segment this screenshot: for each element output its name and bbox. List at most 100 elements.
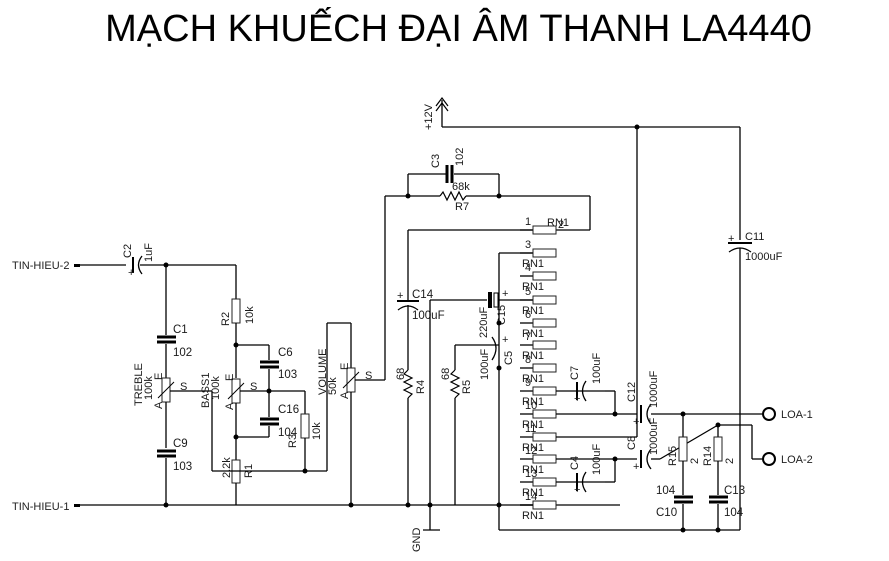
resistor-R4: 68 R4 bbox=[395, 368, 427, 399]
svg-text:68k: 68k bbox=[452, 181, 470, 193]
capacitor-C7: + C7 100uF bbox=[569, 353, 603, 405]
ic-pin-box bbox=[532, 340, 557, 350]
ic-pin-number: 5 bbox=[525, 286, 531, 298]
ic-name-label: RN1 bbox=[522, 442, 544, 454]
ic-pin-number: 9 bbox=[525, 377, 531, 389]
svg-text:TIN-HIEU-2: TIN-HIEU-2 bbox=[12, 260, 69, 272]
svg-text:+: + bbox=[502, 288, 508, 300]
capacitor-C4: + C4 100uF bbox=[569, 444, 603, 496]
svg-text:1000uF: 1000uF bbox=[648, 417, 660, 455]
svg-text:GND: GND bbox=[411, 528, 423, 553]
svg-text:1uF: 1uF bbox=[143, 243, 155, 262]
capacitor-C8: + C8 1000uF bbox=[626, 417, 660, 473]
svg-text:+: + bbox=[502, 334, 508, 346]
ic-pin-number: 4 bbox=[525, 262, 531, 274]
resistor-R7: 68k R7 bbox=[439, 181, 470, 213]
svg-text:S: S bbox=[250, 381, 257, 393]
capacitor-C13: C13 104 bbox=[709, 485, 745, 519]
svg-text:R2: R2 bbox=[220, 312, 232, 326]
svg-text:BASS1: BASS1 bbox=[200, 373, 212, 408]
ic-name-label: RN1 bbox=[547, 217, 569, 229]
ic-name-label: RN1 bbox=[522, 281, 544, 293]
capacitor-C15: + 220uF C15 bbox=[478, 288, 508, 338]
capacitor-C3: C3 102 bbox=[430, 148, 466, 183]
capacitor-C10: 104 C10 bbox=[656, 485, 693, 519]
ic-name-label: RN1 bbox=[522, 419, 544, 431]
svg-text:R3: R3 bbox=[287, 434, 299, 448]
capacitor-C16: C16 104 bbox=[260, 404, 299, 439]
ic-pin-number: 14 bbox=[525, 491, 537, 503]
svg-text:+12V: +12V bbox=[423, 103, 435, 130]
potentiometer-volume[interactable]: VOLUME 50k E A S bbox=[317, 349, 372, 399]
svg-text:2: 2 bbox=[689, 458, 701, 464]
capacitor-C6: C6 103 bbox=[260, 347, 297, 381]
svg-text:R15: R15 bbox=[667, 446, 679, 466]
svg-text:C11: C11 bbox=[745, 231, 764, 243]
capacitor-C1: C1 102 bbox=[157, 324, 192, 359]
svg-text:TIN-HIEU-1: TIN-HIEU-1 bbox=[12, 501, 69, 513]
svg-text:10k: 10k bbox=[311, 422, 323, 440]
svg-text:100uF: 100uF bbox=[412, 310, 445, 322]
svg-text:1000uF: 1000uF bbox=[648, 370, 660, 408]
capacitor-C12: + C12 1000uF bbox=[626, 370, 660, 428]
ground-symbol: GND bbox=[411, 528, 440, 553]
svg-text:104: 104 bbox=[656, 485, 676, 497]
ic-pin-number: 10 bbox=[525, 400, 537, 412]
svg-text:50k: 50k bbox=[327, 377, 339, 395]
ic-pin-number: 12 bbox=[525, 445, 537, 457]
capacitor-C11: + C11 1000uF bbox=[728, 231, 783, 263]
ic-pin-box bbox=[532, 363, 557, 373]
input-port-2[interactable]: TIN-HIEU-2 bbox=[12, 260, 80, 272]
output-port-loa2[interactable]: LOA-2 bbox=[762, 452, 813, 466]
svg-text:C6: C6 bbox=[278, 347, 293, 359]
capacitor-C2: + C2 1uF bbox=[122, 243, 155, 279]
ic-pin-number: 3 bbox=[525, 239, 531, 251]
svg-text:2: 2 bbox=[724, 458, 736, 464]
svg-text:68: 68 bbox=[440, 368, 452, 380]
svg-text:C16: C16 bbox=[278, 404, 299, 416]
svg-text:103: 103 bbox=[173, 461, 192, 473]
svg-text:A: A bbox=[339, 391, 351, 399]
svg-text:+: + bbox=[574, 484, 580, 496]
ic-name-label: RN1 bbox=[522, 305, 544, 317]
resistor-R3: R3 10k bbox=[287, 413, 323, 448]
capacitor-C9: C9 103 bbox=[157, 438, 192, 473]
svg-text:100uF: 100uF bbox=[479, 349, 491, 380]
svg-text:R5: R5 bbox=[461, 380, 473, 394]
ic-pin-number: 11 bbox=[525, 423, 536, 435]
ic-name-label: RN1 bbox=[522, 396, 544, 408]
ic-pin-box bbox=[532, 432, 557, 442]
resistor-R14: R14 2 bbox=[702, 436, 736, 466]
svg-text:E: E bbox=[339, 363, 351, 370]
resistor-R2: R2 10k bbox=[220, 298, 256, 326]
output-port-loa1[interactable]: LOA-1 bbox=[762, 407, 813, 421]
ic-name-label: RN1 bbox=[522, 350, 544, 362]
ic-name-label: RN1 bbox=[522, 328, 544, 340]
svg-text:100uF: 100uF bbox=[591, 444, 603, 475]
svg-text:100k: 100k bbox=[210, 376, 222, 400]
svg-text:1000uF: 1000uF bbox=[745, 251, 783, 263]
svg-text:C2: C2 bbox=[122, 244, 134, 258]
svg-text:103: 103 bbox=[278, 369, 297, 381]
svg-text:+: + bbox=[633, 416, 639, 428]
svg-text:C13: C13 bbox=[724, 485, 745, 497]
svg-text:2.2k: 2.2k bbox=[221, 457, 233, 478]
input-port-1[interactable]: TIN-HIEU-1 bbox=[12, 501, 80, 513]
ic-pin-number: 13 bbox=[525, 468, 537, 480]
svg-text:10k: 10k bbox=[244, 306, 256, 324]
svg-text:S: S bbox=[180, 381, 187, 393]
svg-text:LOA-2: LOA-2 bbox=[781, 454, 813, 466]
svg-text:+: + bbox=[128, 267, 134, 279]
ic-name-label: RN1 bbox=[522, 487, 544, 499]
ic-pin-number: 1 bbox=[525, 216, 531, 228]
svg-text:C14: C14 bbox=[412, 289, 434, 301]
svg-text:102: 102 bbox=[454, 148, 466, 166]
potentiometer-treble[interactable]: TREBLE 100k E A S bbox=[133, 363, 187, 409]
